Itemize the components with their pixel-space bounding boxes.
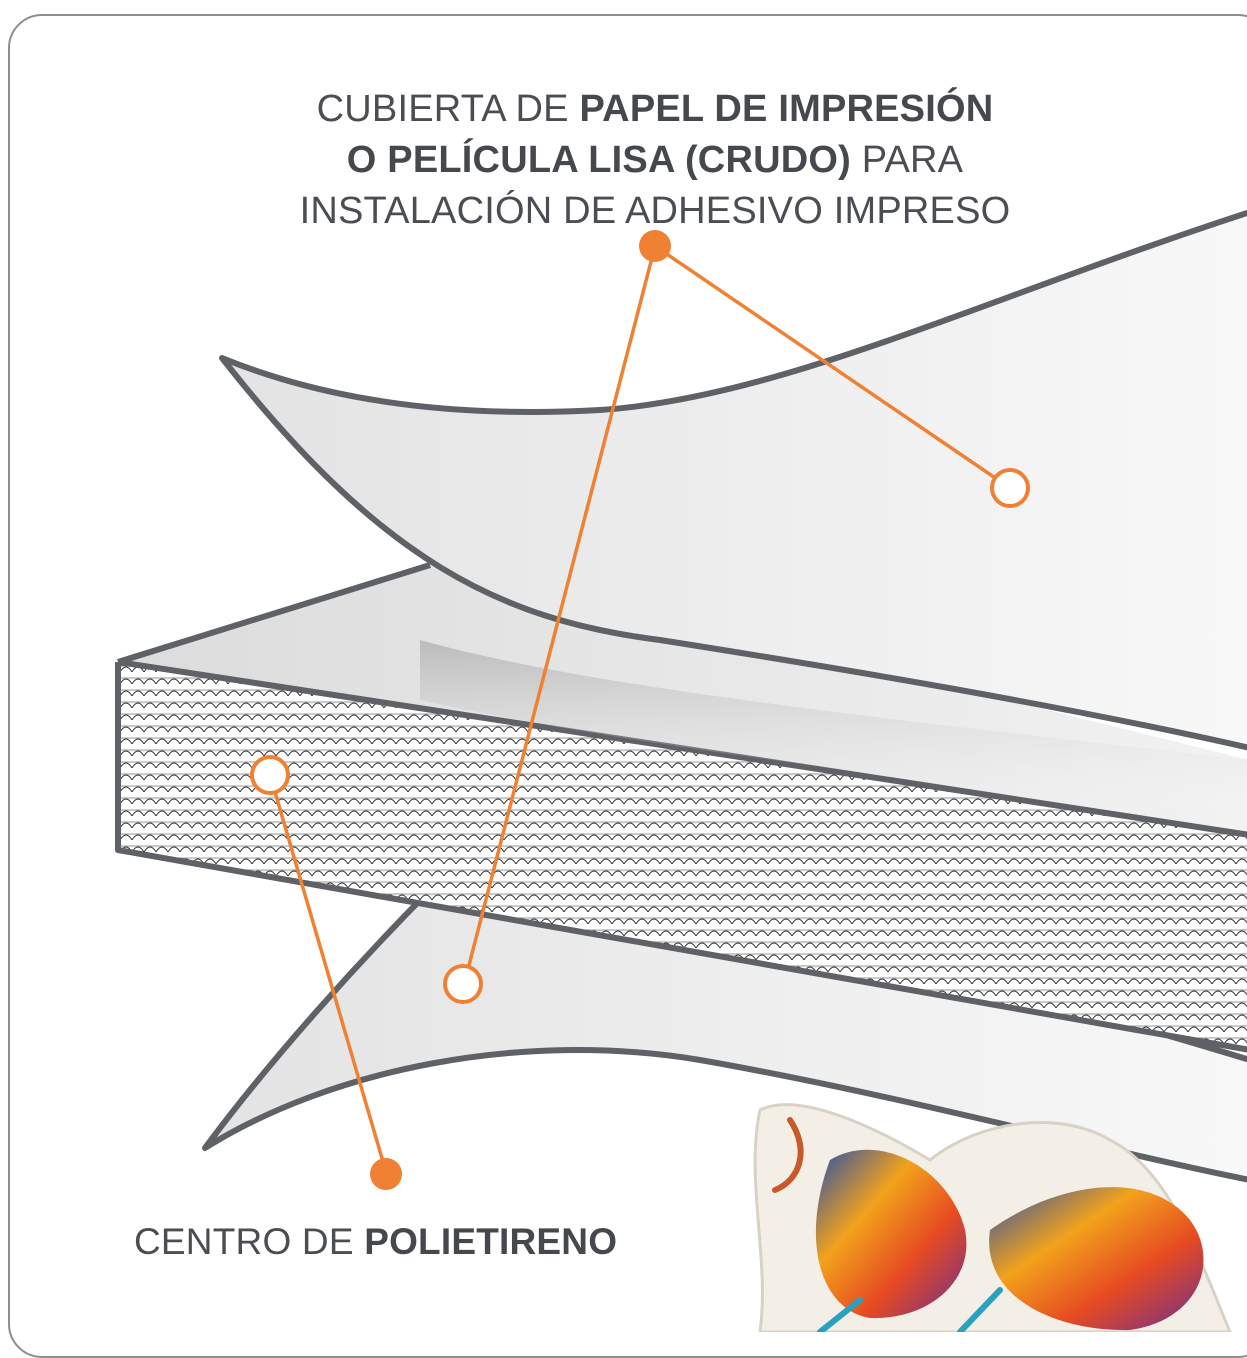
upper-sheet xyxy=(219,209,1247,751)
cover-label-line1-bold: PAPEL DE IMPRESIÓN xyxy=(579,88,994,130)
cover-label: CUBIERTA DE PAPEL DE IMPRESIÓN O PELÍCUL… xyxy=(200,84,1110,237)
cover-callout-end-lower xyxy=(443,964,483,1004)
cover-label-line2-bold: O PELÍCULA LISA (CRUDO) xyxy=(346,139,851,181)
core-callout xyxy=(268,774,388,1173)
board-side-core xyxy=(118,662,1247,1050)
cover-label-line2-post: PARA xyxy=(851,139,964,181)
printed-adhesive-sample xyxy=(753,1103,1232,1332)
cover-callout xyxy=(466,244,1011,970)
cover-label-line1-pre: CUBIERTA DE xyxy=(316,88,580,130)
cover-callout-dot xyxy=(639,230,671,262)
cover-label-line3: INSTALACIÓN DE ADHESIVO IMPRESO xyxy=(299,190,1011,232)
core-callout-end xyxy=(250,755,290,795)
cover-callout-end-upper xyxy=(990,468,1030,508)
core-label-pre: CENTRO DE xyxy=(134,1221,365,1262)
core-label-bold: POLIETIRENO xyxy=(364,1221,618,1262)
core-callout-dot xyxy=(370,1158,402,1190)
core-label: CENTRO DE POLIETIRENO xyxy=(134,1220,694,1264)
